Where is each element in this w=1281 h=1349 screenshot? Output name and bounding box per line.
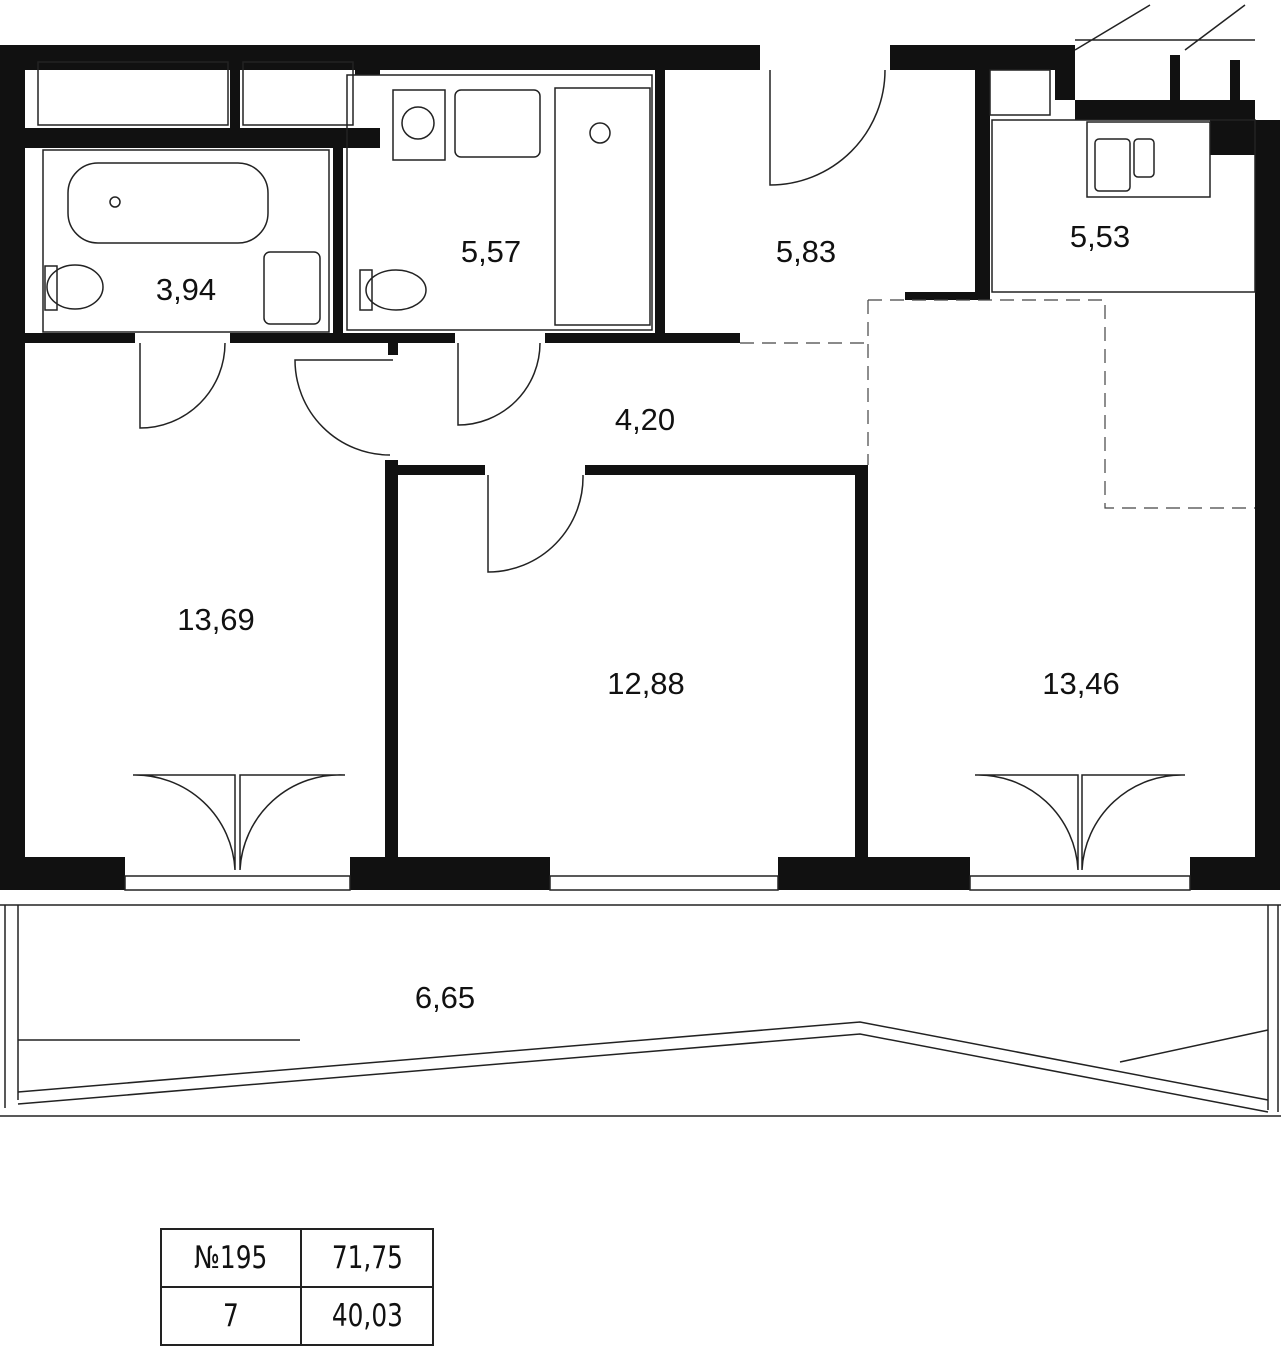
toilet-left (46, 264, 104, 310)
room-area-living-room: 13,46 (1042, 666, 1120, 701)
room-area-balcony: 6,65 (414, 980, 476, 1015)
room-area-wc: 5,57 (460, 234, 522, 269)
fixtures (44, 87, 651, 326)
room-area-bathroom: 3,94 (155, 272, 217, 307)
living-area: 40,03 (331, 1298, 403, 1334)
windows (124, 875, 1191, 891)
room-area-kitchen: 5,53 (1069, 219, 1131, 254)
total-area: 71,75 (331, 1240, 403, 1276)
floor-cell: 7 (160, 1286, 302, 1346)
living-area-cell: 40,03 (300, 1286, 434, 1346)
floor-number: 7 (223, 1298, 239, 1334)
room-area-bedroom-left: 13,69 (177, 602, 255, 637)
wc-sink (454, 89, 541, 158)
room-area-bedroom-middle: 12,88 (607, 666, 685, 701)
balcony (0, 904, 1281, 1117)
doors (132, 69, 1186, 871)
bathtub (67, 162, 269, 244)
washing-machine (392, 89, 446, 161)
walls (0, 45, 1280, 890)
apartment-number: №195 (194, 1240, 268, 1276)
apartment-number-cell: №195 (160, 1228, 302, 1288)
thin-lines (37, 4, 1256, 333)
room-area-hallway: 4,20 (614, 402, 676, 437)
zone-dashes (740, 299, 1255, 509)
toilet-middle (365, 269, 427, 311)
total-area-cell: 71,75 (300, 1228, 434, 1288)
apartment-info-table: №195 71,75 7 40,03 (160, 1228, 434, 1346)
bathroom-sink (263, 251, 321, 325)
room-area-entry: 5,83 (775, 234, 837, 269)
shower (554, 87, 651, 326)
